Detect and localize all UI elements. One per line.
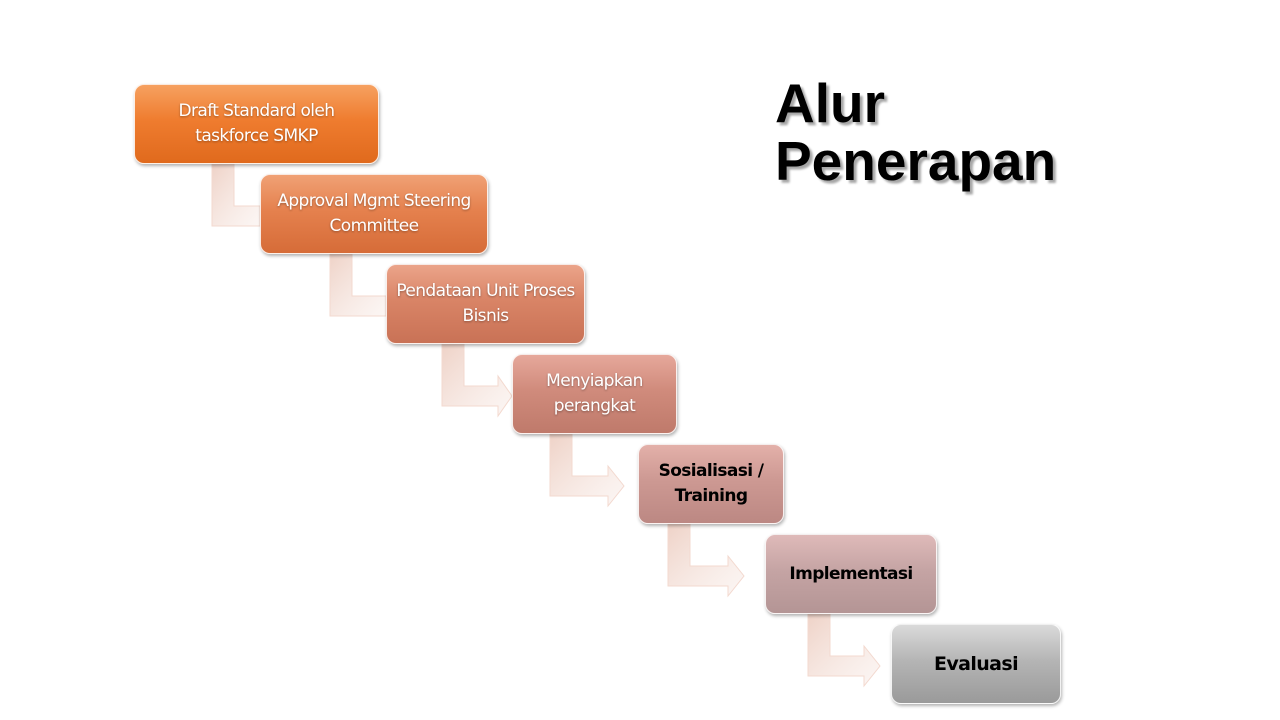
connector-arrow-6 xyxy=(807,613,881,688)
connector-arrow-1 xyxy=(211,163,261,227)
step-approval-mgmt: Approval Mgmt Steering Committee xyxy=(260,174,488,254)
slide-title: Alur Penerapan xyxy=(775,74,1195,190)
step-evaluasi: Evaluasi xyxy=(891,624,1061,704)
connector-arrow-4 xyxy=(549,433,625,508)
step-menyiapkan-perangkat: Menyiapkan perangkat xyxy=(512,354,677,434)
connector-arrow-3 xyxy=(441,343,513,418)
step-draft-standard: Draft Standard oleh taskforce SMKP xyxy=(134,84,379,164)
step-pendataan-unit: Pendataan Unit Proses Bisnis xyxy=(386,264,585,344)
slide-title-line-1: Alur xyxy=(775,72,885,134)
connector-arrow-2 xyxy=(329,253,387,317)
connector-arrow-5 xyxy=(667,523,745,598)
step-implementasi: Implementasi xyxy=(765,534,937,614)
slide-title-line-2: Penerapan xyxy=(775,130,1057,192)
step-sosialisasi-training: Sosialisasi / Training xyxy=(638,444,784,524)
